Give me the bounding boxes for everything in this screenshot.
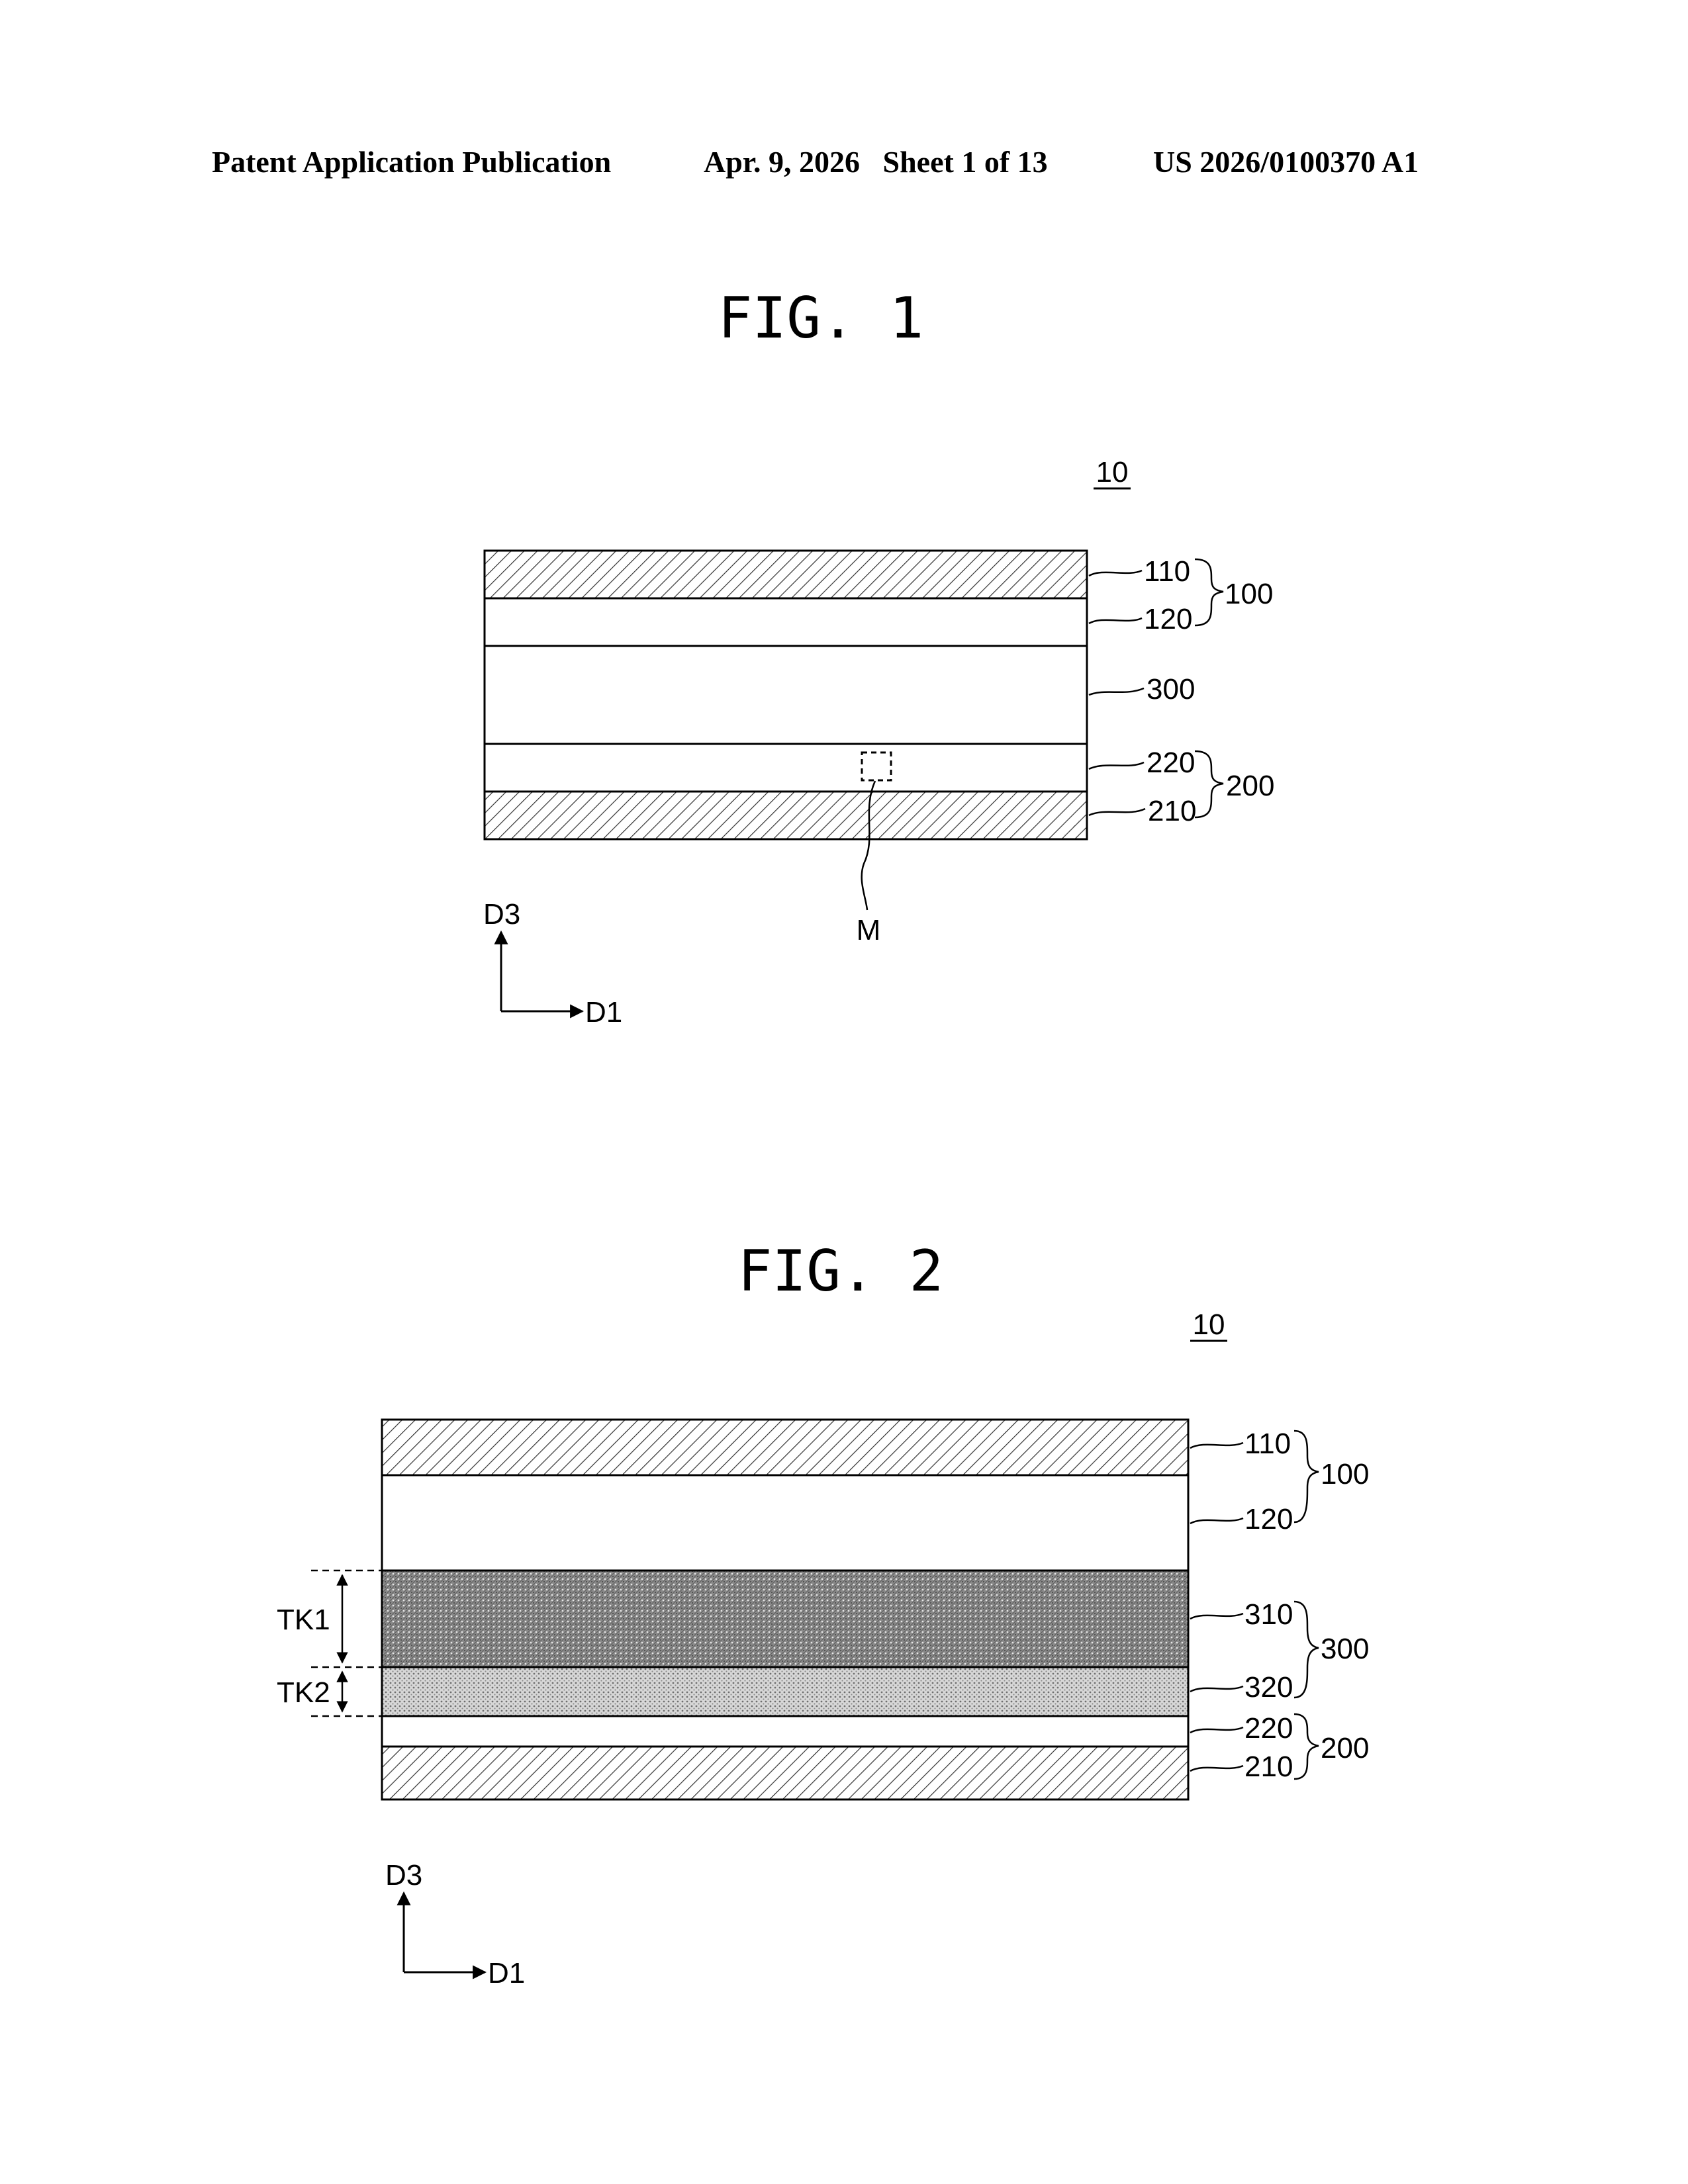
fig1-axis-d1-label: D1 (585, 996, 622, 1028)
fig2-brace-300 (1294, 1602, 1319, 1698)
fig1-brace-200 (1195, 751, 1223, 817)
fig2-leader-110 (1190, 1443, 1243, 1448)
fig2-label-320: 320 (1244, 1671, 1293, 1704)
fig1-brace-100 (1195, 559, 1223, 625)
fig1-label-300: 300 (1147, 673, 1195, 705)
fig1-leader-210 (1089, 809, 1145, 815)
fig2-label-tk1: TK1 (277, 1604, 330, 1636)
fig1-label-210: 210 (1148, 795, 1196, 827)
fig2-label-110: 110 (1244, 1428, 1291, 1460)
fig2-label-tk2: TK2 (277, 1676, 330, 1709)
fig2-layer-120 (382, 1475, 1188, 1570)
fig1-leader-300 (1089, 688, 1144, 695)
fig1-label-100: 100 (1225, 578, 1273, 610)
fig1-leader-120 (1089, 618, 1142, 623)
fig1-layer-110 (485, 551, 1087, 598)
fig2-label-220: 220 (1244, 1712, 1293, 1745)
fig2-brace-100 (1294, 1431, 1319, 1522)
fig1-leader-220 (1089, 762, 1144, 769)
fig2-layer-320 (382, 1667, 1188, 1716)
fig1-layer-300 (485, 646, 1087, 744)
fig2-label-310: 310 (1244, 1598, 1293, 1631)
fig2-layer-110 (382, 1420, 1188, 1475)
fig2-leader-210 (1190, 1766, 1243, 1771)
fig2-ref-number: 10 (1193, 1308, 1225, 1341)
fig1-label-220: 220 (1147, 747, 1195, 779)
fig2-title: FIG. 2 (738, 1238, 944, 1304)
fig2-layer-210 (382, 1747, 1188, 1799)
fig1-title: FIG. 1 (718, 285, 924, 351)
fig2-leader-220 (1190, 1727, 1243, 1733)
fig2-label-200: 200 (1321, 1732, 1369, 1764)
fig1-layer-220 (485, 744, 1087, 792)
fig1-ref-number: 10 (1096, 456, 1129, 488)
fig1-layer-120 (485, 598, 1087, 646)
fig1-axis-d3-label: D3 (483, 898, 520, 931)
fig1-layer-210 (485, 792, 1087, 839)
fig2-layer-stack (382, 1420, 1188, 1799)
fig2-brace-200 (1294, 1714, 1319, 1779)
fig2-leader-320 (1190, 1686, 1243, 1692)
fig1-axes (501, 932, 583, 1011)
fig2-axis-d3-label: D3 (385, 1859, 422, 1891)
fig2-leader-120 (1190, 1518, 1243, 1524)
fig1-label-m: M (857, 914, 881, 946)
fig2-axes (404, 1893, 485, 1972)
fig1-label-110: 110 (1144, 555, 1190, 588)
fig1-layer-stack (485, 551, 1087, 839)
fig2-layer-310 (382, 1570, 1188, 1667)
fig1-label-200: 200 (1226, 770, 1274, 802)
fig2-layer-220 (382, 1716, 1188, 1747)
fig2-label-120: 120 (1244, 1503, 1293, 1535)
fig2-label-100: 100 (1321, 1458, 1369, 1490)
fig1-leader-110 (1089, 570, 1142, 576)
fig2-leader-310 (1190, 1614, 1243, 1619)
fig2-label-300: 300 (1321, 1633, 1369, 1665)
fig1-label-120: 120 (1144, 603, 1192, 635)
fig2-axis-d1-label: D1 (488, 1957, 525, 1989)
fig2-label-210: 210 (1244, 1751, 1293, 1783)
